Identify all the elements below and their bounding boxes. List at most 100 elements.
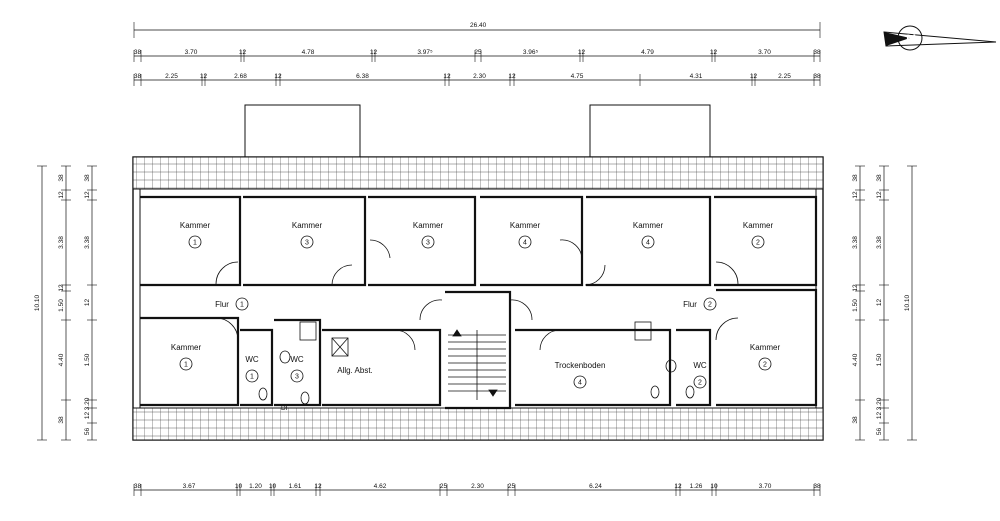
room-label: Kammer [743,221,774,230]
dimension-label: 3.97⁵ [417,49,433,56]
dimension-label: 38 [876,174,883,182]
room-number: 4 [523,240,527,247]
interior-walls [139,188,818,410]
dimension-label: 38 [852,416,859,424]
room-number: 1 [193,240,197,247]
dimension-label: 3.20 [84,397,91,410]
room-number: 2 [756,240,760,247]
dimension-label: 12 [876,191,883,199]
dimension-label: 12 [239,49,247,56]
room-number-circle [179,357,193,371]
dimension-label: 56 [84,428,91,436]
room-number: 3 [295,374,299,381]
dimension-label: 12 [674,483,682,490]
north-label: N [906,31,916,47]
room-label: WC [693,361,707,370]
dimension-label: 38 [813,73,821,80]
room-number-circle [758,357,772,371]
dimension-label: 38 [813,483,821,490]
room-label: Kammer [171,343,202,352]
room-kammer-1: Kammer 1 [171,343,202,371]
dimension-label: 12 [58,284,65,292]
room-number-circle [703,297,717,311]
dimension-label: 25 [440,483,448,490]
staircase [448,329,506,400]
dimension-label: 10.10 [34,294,41,311]
room-number: 4 [646,240,650,247]
north-arrow-icon: N [883,25,997,51]
dimension-label: 38 [84,174,91,182]
room-labels: Kammer1Kammer3Kammer3Kammer4Kammer4Kamme… [171,221,781,389]
dimension-label: 12 [314,483,322,490]
dimension-label: 1.50 [84,353,91,366]
door-swings [215,239,739,351]
dimension-label: 10.10 [904,294,911,311]
room-kammer-4: Kammer 4 [633,221,664,249]
overall-width-label: 26.40 [470,22,487,29]
room-wc-2: WC2 [693,361,707,389]
dimension-label: 12 [274,73,282,80]
dimension-label: 38 [134,49,142,56]
dimension-label: 12 [200,73,208,80]
dimension-label: 1.50 [852,299,859,312]
dimension-label: 12 [370,49,378,56]
overall-dimension-top: 26.40 [133,22,821,38]
dimension-label: 4.40 [58,353,65,366]
dimension-label: 4.75 [571,73,584,80]
dimension-label: 25 [474,49,482,56]
room-label: Flur [215,300,229,309]
dimension-label: 4.79 [641,49,654,56]
dimension-label: 38 [58,416,65,424]
dimension-label: 3.96⁵ [523,49,539,56]
df-mark: DF [281,405,290,412]
room-number: 3 [426,240,430,247]
dimension-label: 4.31 [690,73,703,80]
sanitary-fixtures [258,321,695,405]
room-label: WC [245,355,259,364]
dimension-label: 12 [852,284,859,292]
dimension-label: 3.20 [876,397,883,410]
dimension-label: 2.30 [471,483,484,490]
room-number: 1 [250,374,254,381]
room-label: WC [290,355,304,364]
dimension-label: 25 [508,483,516,490]
dimension-label: 12 [578,49,586,56]
dimension-label: 2.30 [473,73,486,80]
building-outline [132,156,824,441]
dimension-label: 4.78 [302,49,315,56]
dimension-label: 38 [134,73,142,80]
room-kammer-2: Kammer 2 [743,221,774,249]
dimension-label: 12 [84,412,91,420]
room-number: 4 [578,380,582,387]
dimension-label: 10 [710,483,718,490]
dimension-label: 3.67 [183,483,196,490]
dimension-label: 6.38 [356,73,369,80]
room-label: Kammer [633,221,664,230]
dimension-label: 38 [852,174,859,182]
dimension-label: 38 [813,49,821,56]
room-number: 3 [305,240,309,247]
dimension-label: 1.26 [690,483,703,490]
room-number-circle [300,235,314,249]
dimension-label: 12 [58,191,65,199]
dimension-label: 12 [750,73,758,80]
dimension-label: 1.50 [876,353,883,366]
dimension-label: 12 [508,73,516,80]
room-number-circle [188,235,202,249]
dimension-label: 3.70 [185,49,198,56]
dimension-label: 3.70 [759,483,772,490]
dimension-label: 10 [235,483,243,490]
room-number: 1 [184,362,188,369]
dimension-label: 3.38 [84,236,91,249]
dormers [244,104,711,157]
room-number-circle [235,297,249,311]
room-label: Kammer [750,343,781,352]
